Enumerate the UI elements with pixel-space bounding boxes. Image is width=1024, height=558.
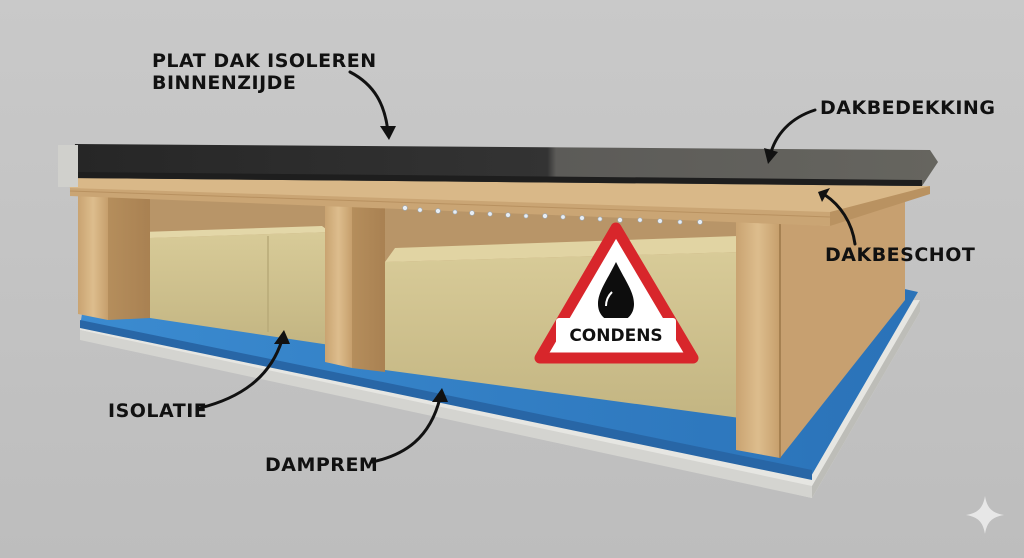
end-board	[780, 196, 905, 458]
joist-front	[736, 222, 780, 458]
insulation-slab-left	[150, 232, 330, 345]
label-roof-covering: DAKBEDEKKING	[820, 97, 996, 119]
insulation-arrow	[198, 338, 284, 410]
parapet-flashing	[58, 145, 78, 187]
joist-middle	[325, 195, 352, 368]
warning-label-bg	[556, 318, 676, 348]
joist-middle-side	[352, 196, 385, 372]
droplet-icon	[598, 262, 634, 322]
label-roof-deck: DAKBESCHOT	[825, 244, 976, 266]
label-insulation: ISOLATIE	[108, 400, 208, 422]
base-board-side	[812, 300, 920, 498]
title-line-2: BINNENZIJDE	[152, 72, 297, 94]
droplet-highlight	[605, 291, 613, 307]
joist-left-side	[108, 182, 150, 320]
roof-deck-grain	[69, 190, 831, 218]
vapor-barrier-arrow	[370, 396, 442, 464]
condensation-droplets	[402, 205, 703, 225]
title-arrow	[348, 70, 390, 134]
insulation-slab-right-top	[385, 236, 740, 262]
joist-left	[78, 182, 108, 320]
roof-deck-arrow	[823, 193, 857, 246]
insulation-slab-left-top	[142, 226, 330, 238]
arrow-heads	[274, 126, 830, 402]
warning-label: CONDENS	[569, 326, 662, 346]
diagram-title: PLAT DAK ISOLEREN BINNENZIJDE	[152, 50, 377, 94]
title-line-1: PLAT DAK ISOLEREN	[152, 50, 377, 72]
roof-deck-side	[830, 186, 930, 226]
roof-covering-edge	[70, 172, 922, 186]
label-vapor-barrier: DAMPREM	[265, 454, 379, 476]
sparkle-icon	[966, 496, 1004, 534]
condensation-warning: CONDENS	[534, 222, 699, 364]
